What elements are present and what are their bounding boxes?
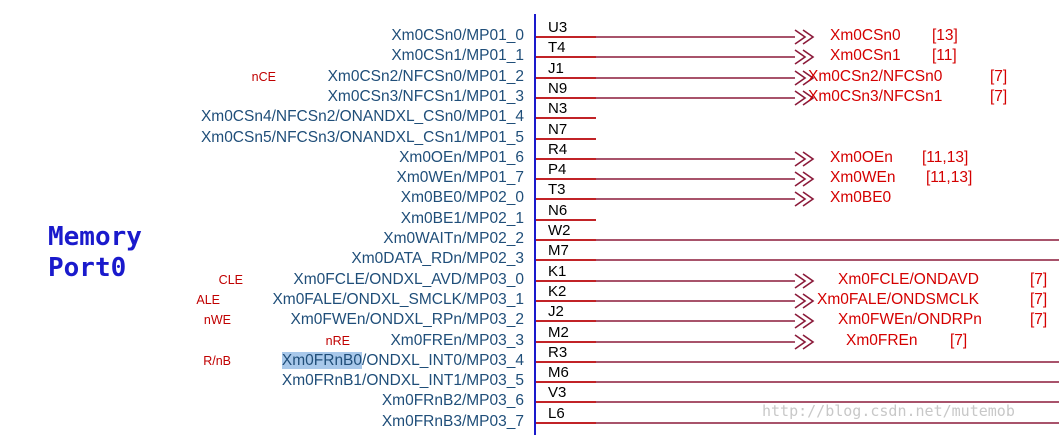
pin-ball-m2: M2 xyxy=(548,324,569,341)
offpage-connector-icon xyxy=(794,191,815,207)
pin-name: Xm0CSn3/NFCSn1/MP01_3 xyxy=(327,88,524,105)
pin-name: Xm0FRnB2/MP03_6 xyxy=(381,392,524,409)
pin-ball-t3: T3 xyxy=(548,181,566,198)
wire-group xyxy=(536,29,1059,424)
pin-name: Xm0FRnB0/ONDXL_INT0/MP03_4 xyxy=(281,352,524,370)
net-page-ref: [11,13] xyxy=(922,149,969,166)
pin-ball-u3: U3 xyxy=(548,19,568,36)
offpage-connector-icon xyxy=(794,29,815,45)
pin-role: ALE xyxy=(196,293,220,307)
pin-ball-n9: N9 xyxy=(548,80,568,97)
pin-ball-k2: K2 xyxy=(548,283,567,300)
pin-name: Xm0FRnB1/ONDXL_INT1/MP03_5 xyxy=(281,372,524,389)
pin-name: Xm0FREn/MP03_3 xyxy=(390,332,524,349)
pin-name: Xm0FALE/ONDXL_SMCLK/MP03_1 xyxy=(272,291,524,308)
pin-ball-p4: P4 xyxy=(548,161,567,178)
pin-ball-j1: J1 xyxy=(548,60,564,77)
net-label: Xm0CSn0 xyxy=(830,27,901,44)
pin-name: Xm0BE0/MP02_0 xyxy=(400,189,524,206)
pin-name: Xm0OEn/MP01_6 xyxy=(399,149,524,166)
title-line-2: Port0 xyxy=(48,253,127,283)
pin-ball-n7: N7 xyxy=(548,121,568,138)
pin-name: Xm0DATA_RDn/MP02_3 xyxy=(351,250,524,267)
net-label: Xm0FREn xyxy=(846,332,918,349)
pin-name: Xm0CSn5/NFCSn3/ONANDXL_CSn1/MP01_5 xyxy=(200,129,524,146)
net-label: Xm0FALE/ONDSMCLK xyxy=(817,291,979,308)
title-line-1: Memory xyxy=(48,222,142,252)
pin-role: nCE xyxy=(251,70,276,84)
pin-name-rest: /ONDXL_INT0/MP03_4 xyxy=(362,352,524,369)
net-page-ref: [13] xyxy=(932,27,958,44)
pin-ball-r4: R4 xyxy=(548,141,568,158)
net-page-ref: [7] xyxy=(990,68,1008,85)
net-page-ref: [7] xyxy=(1030,271,1048,288)
offpage-connector-icon xyxy=(794,313,815,329)
net-label: Xm0CSn1 xyxy=(830,47,901,64)
net-page-ref: [7] xyxy=(1030,311,1048,328)
pin-ball-j2: J2 xyxy=(548,303,564,320)
pin-ball-r3: R3 xyxy=(548,344,568,361)
pin-ball-t4: T4 xyxy=(548,39,566,56)
offpage-connector-icon xyxy=(794,293,815,309)
pin-ball-n6: N6 xyxy=(548,202,568,219)
pin-name: Xm0WEn/MP01_7 xyxy=(396,169,525,186)
net-page-ref: [7] xyxy=(1030,291,1048,308)
net-page-ref: [11] xyxy=(932,47,957,64)
pin-name: Xm0CSn0/MP01_0 xyxy=(391,27,524,44)
pin-role: nRE xyxy=(325,334,350,348)
net-label: Xm0CSn2/NFCSn0 xyxy=(808,68,943,85)
pin-ball-m7: M7 xyxy=(548,242,569,259)
pin-ball-n3: N3 xyxy=(548,100,568,117)
net-label: Xm0FCLE/ONDAVD xyxy=(838,271,979,288)
pin-ball-l6: L6 xyxy=(548,405,565,422)
pin-name: Xm0CSn2/NFCSn0/MP01_2 xyxy=(327,68,524,85)
offpage-connector-icon xyxy=(794,171,815,187)
pin-name: Xm0CSn1/MP01_1 xyxy=(391,47,524,64)
offpage-connector-icon xyxy=(794,70,815,86)
pin-ball-k1: K1 xyxy=(548,263,567,280)
pin-name: Xm0FRnB3/MP03_7 xyxy=(381,413,524,430)
pin-ball-w2: W2 xyxy=(548,222,571,239)
net-label: Xm0FWEn/ONDRPn xyxy=(838,311,982,328)
title-memory-port0: Memory Port0 xyxy=(48,222,142,284)
net-page-ref: [7] xyxy=(990,88,1008,105)
net-page-ref: [7] xyxy=(950,332,968,349)
net-label: Xm0CSn3/NFCSn1 xyxy=(808,88,943,105)
offpage-connector-icon xyxy=(794,49,815,65)
pin-role: nWE xyxy=(203,313,231,327)
offpage-connector-icon xyxy=(794,151,815,167)
pin-name: Xm0CSn4/NFCSn2/ONANDXL_CSn0/MP01_4 xyxy=(200,108,524,125)
pin-ball-v3: V3 xyxy=(548,384,567,401)
net-label: Xm0BE0 xyxy=(830,189,892,206)
pin-ball-m6: M6 xyxy=(548,364,569,381)
offpage-connector-icon xyxy=(794,90,815,106)
net-label: Xm0WEn xyxy=(830,169,896,186)
pin-name: Xm0WAITn/MP02_2 xyxy=(383,230,524,247)
net-page-ref: [11,13] xyxy=(926,169,973,186)
net-label: Xm0OEn xyxy=(830,149,893,166)
pin-name: Xm0FCLE/ONDXL_AVD/MP03_0 xyxy=(293,271,524,288)
watermark: http://blog.csdn.net/mutemob xyxy=(762,402,1015,420)
pin-role: R/nB xyxy=(203,354,231,368)
pin-name: Xm0FWEn/ONDXL_RPn/MP03_2 xyxy=(290,311,524,328)
highlighted-text: Xm0FRnB0 xyxy=(281,352,363,369)
offpage-connector-icon xyxy=(794,273,815,289)
pin-name: Xm0BE1/MP02_1 xyxy=(400,210,524,227)
pin-role: CLE xyxy=(218,273,243,287)
offpage-connector-icon xyxy=(794,334,815,350)
